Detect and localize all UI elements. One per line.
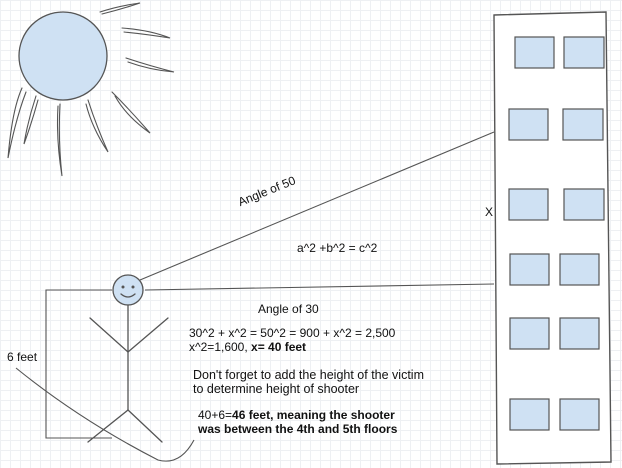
stick-figure (87, 274, 169, 443)
angle-30-label: Angle of 30 (258, 302, 319, 316)
window (559, 398, 600, 431)
window (562, 108, 604, 141)
calculation-line-1: 30^2 + x^2 = 50^2 = 900 + x^2 = 2,500 (189, 326, 396, 340)
window (559, 317, 600, 350)
note-line-1: Don't forget to add the height of the vi… (193, 368, 424, 382)
answer-block: 40+6=46 feet, meaning the shooter was be… (198, 408, 397, 436)
sun-icon (7, 2, 175, 177)
answer-line-2: was between the 4th and 5th floors (198, 422, 398, 436)
window (563, 36, 605, 69)
answer-line-1-text: 40+6= (198, 408, 233, 422)
pythagorean-formula: a^2 +b^2 = c^2 (297, 241, 378, 255)
x-label: X (485, 205, 494, 219)
sun-rays (7, 2, 175, 177)
calculation-block: 30^2 + x^2 = 50^2 = 900 + x^2 = 2,500 x^… (189, 326, 395, 354)
window (508, 188, 549, 221)
sun-body (18, 11, 108, 101)
face-smile (120, 293, 136, 298)
label-pointer (15, 367, 195, 462)
sight-line-30 (144, 283, 495, 291)
figure-leg-right (127, 409, 163, 443)
calculation-line-2-text: x^2=1,600, (189, 340, 252, 354)
figure-arm-left (89, 317, 129, 353)
sight-line-50 (139, 131, 495, 281)
six-feet-label: 6 feet (7, 350, 38, 364)
building (493, 11, 612, 465)
calculation-result: x= 40 feet (251, 340, 307, 354)
height-bracket (15, 289, 195, 462)
note-line-2: to determine height of shooter (193, 382, 360, 396)
figure-arm-right (127, 317, 169, 353)
answer-line-1: 40+6=46 feet, meaning the shooter (198, 408, 397, 422)
window (509, 253, 550, 286)
face-eye (131, 285, 135, 289)
building-outline (493, 11, 612, 465)
figure-leg-left (87, 409, 129, 443)
window (508, 108, 549, 141)
answer-line-1-bold: 46 feet, meaning the shooter (232, 408, 395, 422)
window (559, 253, 600, 286)
calculation-line-2: x^2=1,600, x= 40 feet (189, 340, 395, 354)
face-icon (112, 274, 144, 306)
building-windows (508, 36, 605, 431)
window (563, 188, 605, 221)
face-eye (121, 285, 125, 289)
window (514, 36, 555, 69)
window (509, 398, 550, 431)
note-block: Don't forget to add the height of the vi… (193, 368, 424, 396)
window (509, 317, 550, 350)
